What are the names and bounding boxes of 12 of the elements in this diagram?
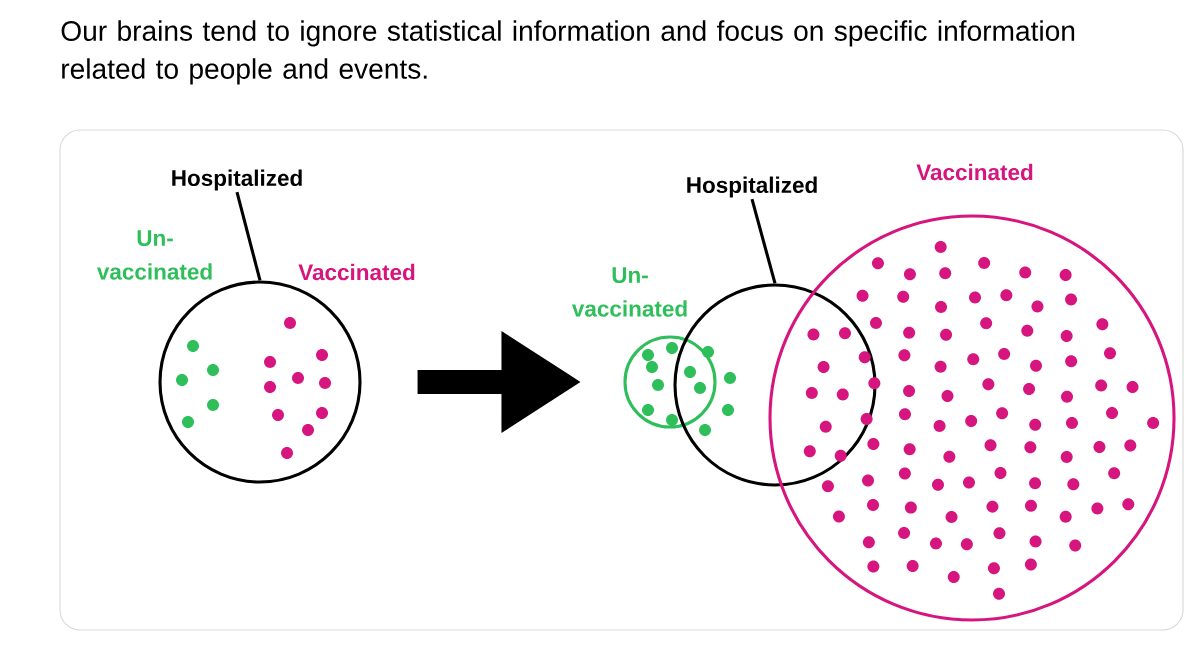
circle xyxy=(158,280,362,484)
leader-label: Hospitalized xyxy=(687,176,817,198)
title-text: Our brains tend to ignore statistical information and focus on specific information related to people and events. xyxy=(61,20,1075,85)
circle xyxy=(623,335,717,429)
group-label: Un- vaccinated xyxy=(571,267,687,317)
group-label: Un- vaccinated xyxy=(96,230,212,280)
leader-line xyxy=(750,198,777,284)
group-label: Vaccinated xyxy=(916,163,1033,181)
group-label: Vaccinated xyxy=(298,263,415,281)
leader-line xyxy=(235,191,262,281)
circle xyxy=(768,214,1176,622)
leader-label: Hospitalized xyxy=(172,169,302,191)
